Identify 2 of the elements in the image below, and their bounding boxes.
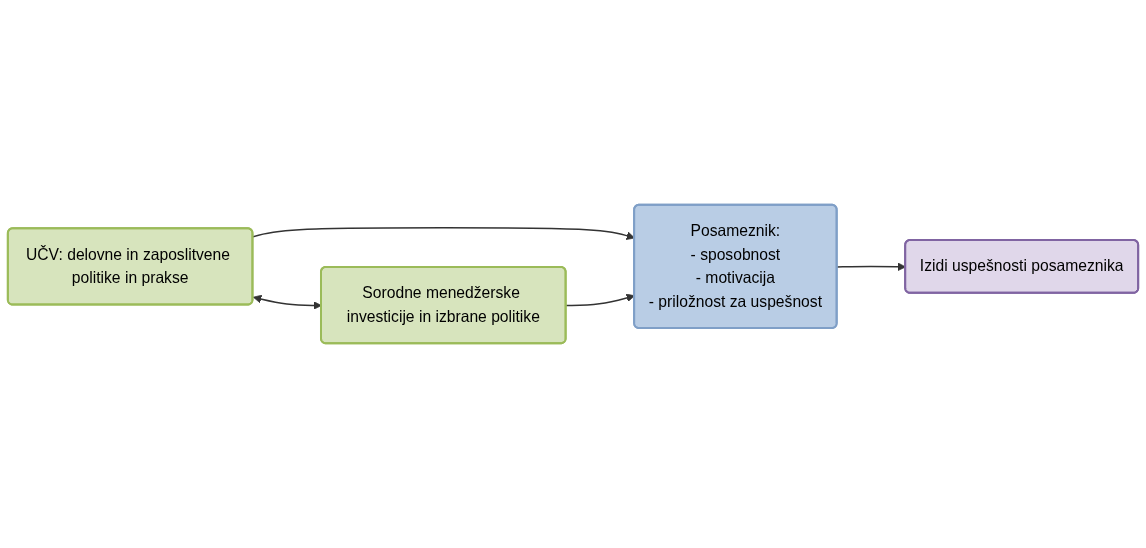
arrow: [252, 227, 635, 240]
arrow: [565, 293, 635, 307]
